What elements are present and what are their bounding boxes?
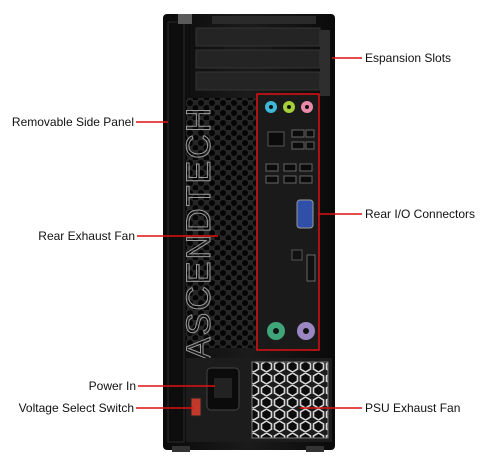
label-voltage-switch: Voltage Select Switch — [18, 401, 134, 415]
label-psu-fan: PSU Exhaust Fan — [365, 401, 461, 415]
vga-port — [296, 199, 314, 229]
side-panel-latch — [178, 14, 192, 24]
label-exhaust-fan: Rear Exhaust Fan — [38, 229, 135, 243]
voltage-select-switch — [190, 397, 202, 417]
case-top-vent — [212, 16, 316, 24]
label-expansion-slots: Espansion Slots — [365, 51, 452, 65]
expansion-slots — [195, 27, 330, 96]
callout-lines — [136, 57, 362, 409]
lan-port — [267, 131, 285, 147]
dvi-slot — [306, 254, 316, 282]
usb-ports — [265, 129, 315, 184]
label-power-in: Power In — [88, 379, 136, 393]
label-rear-io: Rear I/O Connectors — [365, 207, 476, 221]
psu-fan-grille — [251, 361, 329, 439]
side-panel-strip — [167, 21, 185, 443]
brand-text: ASCENDTECH — [180, 106, 218, 360]
small-port — [291, 249, 303, 261]
label-side-panel: Removable Side Panel — [11, 115, 134, 129]
